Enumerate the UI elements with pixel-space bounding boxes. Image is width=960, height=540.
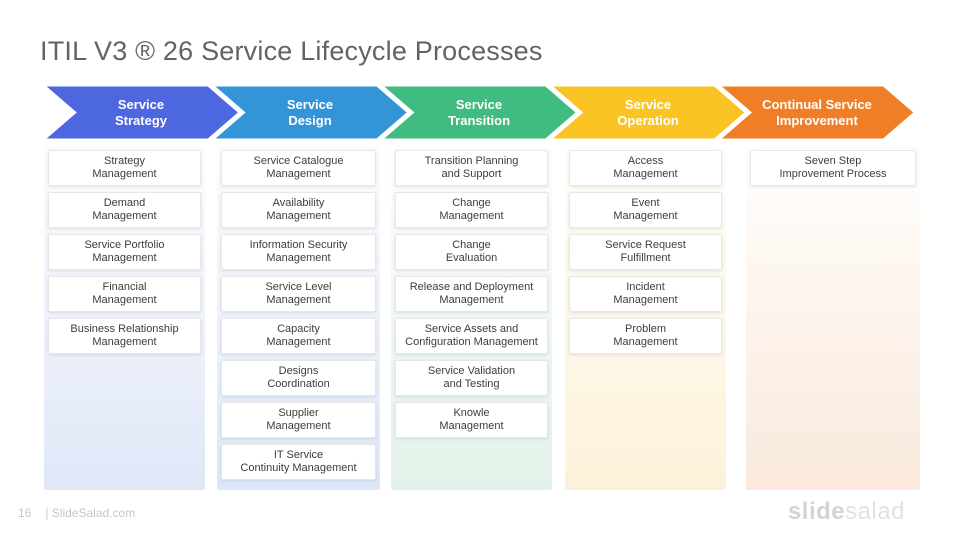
process-box: Release and Deployment Management xyxy=(395,276,548,312)
process-box: Event Management xyxy=(569,192,722,228)
process-box: Capacity Management xyxy=(221,318,376,354)
process-columns: Strategy Management Demand Management Se… xyxy=(0,145,960,490)
process-box: Seven Step Improvement Process xyxy=(750,150,916,186)
process-box: Service Level Management xyxy=(221,276,376,312)
process-box: Financial Management xyxy=(48,276,201,312)
phase-arrow-band: Service Strategy Service Design Service … xyxy=(40,84,917,141)
logo-part-slide: slide xyxy=(787,498,846,525)
process-box: Designs Coordination xyxy=(221,360,376,396)
slidesalad-logo: slidesalad xyxy=(788,498,905,526)
process-box: Demand Management xyxy=(48,192,201,228)
process-box: Problem Management xyxy=(569,318,722,354)
column-service-transition: Transition Planning and Support Change M… xyxy=(391,145,552,490)
process-box: Service Request Fulfillment xyxy=(569,234,722,270)
footer-site-label: | SlideSalad.com xyxy=(45,506,136,520)
phase-arrow-shape-transition xyxy=(373,84,584,141)
phase-arrow-shape-strategy xyxy=(40,84,246,141)
column-continual-service-improvement: Seven Step Improvement Process xyxy=(746,145,920,490)
column-service-design: Service Catalogue Management Availabilit… xyxy=(217,145,380,490)
process-box: Service Validation and Testing xyxy=(395,360,548,396)
process-box: Availability Management xyxy=(221,192,376,228)
slide-footer: 16 | SlideSalad.com xyxy=(18,506,135,520)
process-box: Change Management xyxy=(395,192,548,228)
column-service-strategy: Strategy Management Demand Management Se… xyxy=(44,145,205,490)
process-box: Information Security Management xyxy=(221,234,376,270)
process-box: Supplier Management xyxy=(221,402,376,438)
process-box: Business Relationship Management xyxy=(48,318,201,354)
process-box: Service Catalogue Management xyxy=(221,150,376,186)
process-box: Access Management xyxy=(569,150,722,186)
phase-arrows-svg xyxy=(40,84,917,141)
process-box: Change Evaluation xyxy=(395,234,548,270)
phase-arrow-shape-operation xyxy=(542,84,753,141)
process-box: Service Assets and Configuration Managem… xyxy=(395,318,548,354)
phase-arrow-shape-design xyxy=(204,84,415,141)
column-service-operation: Access Management Event Management Servi… xyxy=(565,145,726,490)
process-box: Service Portfolio Management xyxy=(48,234,201,270)
process-box: Incident Management xyxy=(569,276,722,312)
process-box: Knowle Management xyxy=(395,402,548,438)
process-box: IT Service Continuity Management xyxy=(221,444,376,480)
phase-arrow-shape-csi xyxy=(711,84,917,141)
process-box: Strategy Management xyxy=(48,150,201,186)
logo-part-salad: salad xyxy=(845,498,905,525)
process-box: Transition Planning and Support xyxy=(395,150,548,186)
page-title: ITIL V3 ® 26 Service Lifecycle Processes xyxy=(40,36,543,66)
page-number: 16 xyxy=(18,506,32,520)
